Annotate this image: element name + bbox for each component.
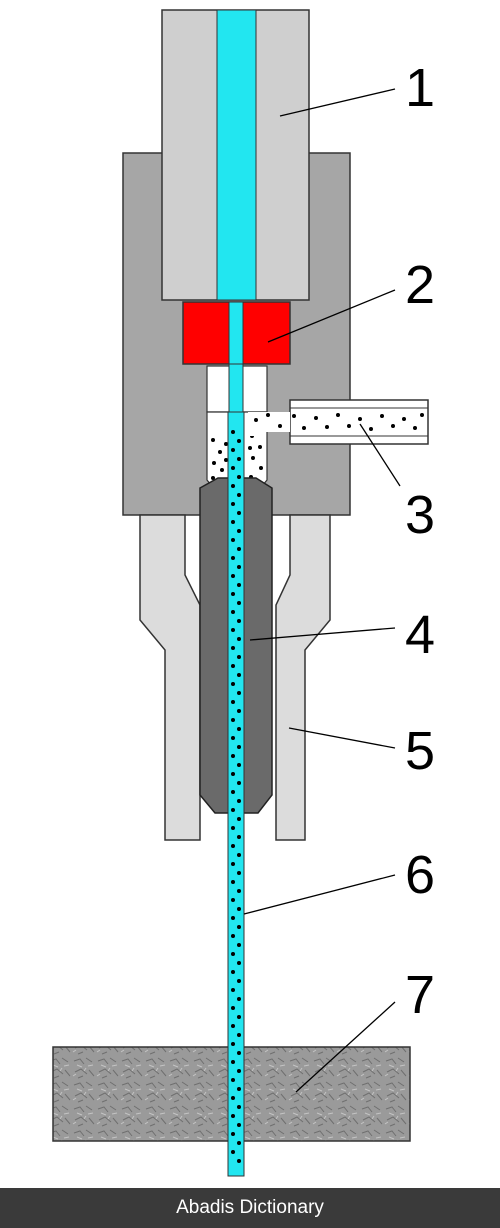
abrasive-particle [237,493,241,497]
abrasive-particle [237,961,241,965]
abrasive-particle [231,538,235,542]
abrasive-particle [237,745,241,749]
abrasive-particle [231,628,235,632]
abrasive-particle [237,727,241,731]
orifice [182,301,291,365]
abrasive-particle [231,754,235,758]
abrasive-particle [237,673,241,677]
abrasive-particle [231,934,235,938]
abrasive-particle [231,772,235,776]
abrasive-particle [231,1006,235,1010]
label-5: 5 [405,721,435,781]
label-6: 6 [405,845,435,905]
footer-banner: Abadis Dictionary [0,1188,500,1228]
abrasive-particle [237,547,241,551]
abrasive-particle [237,979,241,983]
abrasive-particle [237,619,241,623]
abrasive-particle [237,637,241,641]
abrasive-particle [237,907,241,911]
abrasive-particle [237,835,241,839]
abrasive-particle [237,871,241,875]
abrasive-particle [231,1096,235,1100]
abrasive-particle [237,529,241,533]
abrasive-particle [231,574,235,578]
abrasive-particle [237,781,241,785]
abrasive-particle [231,790,235,794]
abrasive-particle [237,475,241,479]
abrasive-particle [231,1132,235,1136]
abrasive-particle [231,466,235,470]
abrasive-particle [237,601,241,605]
callout-lines [243,88,401,1093]
label-1: 1 [405,58,435,118]
abrasive-particle [237,457,241,461]
label-7: 7 [405,965,435,1025]
abrasive-particle [237,1051,241,1055]
abrasive-particle [231,610,235,614]
abrasive-particle [237,763,241,767]
abrasive-particle [237,511,241,515]
abrasive-particle [231,880,235,884]
abrasive-particle [237,997,241,1001]
label-3: 3 [405,485,435,545]
abrasive-particle [237,1015,241,1019]
abrasive-particle [237,1033,241,1037]
abrasive-particle [231,556,235,560]
abrasive-particle [237,1123,241,1127]
abrasive-particle [231,718,235,722]
abrasive-particle [231,808,235,812]
abrasive-inlet [248,399,429,445]
abrasive-particle [237,583,241,587]
abrasive-particle [231,682,235,686]
abrasive-particle [231,862,235,866]
abrasive-particle [231,970,235,974]
abrasive-particle [231,700,235,704]
abrasive-particle [231,916,235,920]
abrasive-particle [231,826,235,830]
abrasive-particle [237,925,241,929]
abrasive-particle [231,988,235,992]
abrasive-particle [237,565,241,569]
abrasive-particle [231,1024,235,1028]
abrasive-particle [231,448,235,452]
abrasive-particle [237,889,241,893]
abrasive-particle [237,1087,241,1091]
abrasive-particle [237,655,241,659]
abrasive-particle [231,502,235,506]
abrasive-particle [237,799,241,803]
abrasive-particle [231,1060,235,1064]
abrasive-particle [231,1150,235,1154]
waterjet-cutting-head-diagram: 1 2 3 4 5 6 7 [52,9,435,1177]
abrasive-particle [231,520,235,524]
abrasive-particle [231,898,235,902]
abrasive-particle [231,736,235,740]
abrasive-particle [237,943,241,947]
nozzle-sleeve [139,514,331,841]
abrasive-particle [237,1141,241,1145]
abrasive-particle [237,691,241,695]
abrasive-particle [237,817,241,821]
abrasive-particle [237,1069,241,1073]
abrasive-particle [231,844,235,848]
high-pressure-tube [161,9,310,301]
abrasive-water-jet [227,363,245,1177]
footer-text: Abadis Dictionary [176,1197,324,1218]
abrasive-particle [231,1114,235,1118]
abrasive-particle [237,439,241,443]
abrasive-particle [237,1159,241,1163]
callout-labels: 1 2 3 4 5 6 7 [405,58,435,1025]
abrasive-particle [231,952,235,956]
abrasive-particle [231,1042,235,1046]
abrasive-particle [231,430,235,434]
abrasive-particle [237,853,241,857]
abrasive-particle [237,709,241,713]
abrasive-particle [231,1078,235,1082]
abrasive-particle [231,646,235,650]
abrasive-particle [237,1105,241,1109]
abrasive-particle [231,484,235,488]
abrasive-particle [231,664,235,668]
label-4: 4 [405,605,435,665]
label-2: 2 [405,255,435,315]
abrasive-particle [231,592,235,596]
